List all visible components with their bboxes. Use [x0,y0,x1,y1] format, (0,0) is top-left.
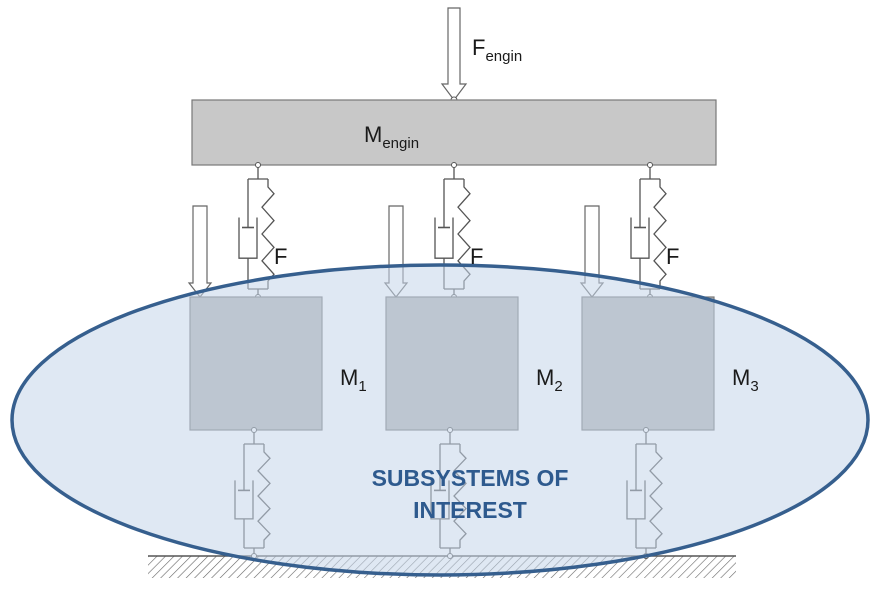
subsystems-ellipse [10,263,870,577]
mass-label-base-1: M [340,365,358,390]
engine-mass-label: Mengin [364,122,419,152]
upper-mount-1-joint-top [255,162,261,168]
mass-label-2: M2 [536,365,563,395]
mount-force-label-3: F [666,244,679,269]
upper-mount-3-spring [653,179,667,289]
engine-force-label: Fengin [472,35,522,65]
mass-label-base-2: M [536,365,554,390]
engine-mass-block [191,99,717,166]
subsystems-label-line1: SUBSYSTEMS OF [372,465,569,491]
engine-force-subscript: engin [485,48,522,65]
subsystems-label-line2: INTEREST [413,497,527,523]
force-arrow-1 [187,205,213,298]
mass-label-1: M1 [340,365,367,395]
upper-mount-1-damper [238,179,258,289]
upper-mount-1-spring [261,179,275,289]
mount-force-label-2: F [470,244,483,269]
mass-label-base-3: M [732,365,750,390]
mass-label-subscript-1: 1 [358,378,366,395]
upper-mount-3-joint-top [647,162,653,168]
mass-label-3: M3 [732,365,759,395]
engine-force-arrow [440,7,468,104]
upper-mount-2-joint-top [451,162,457,168]
mount-force-label-1: F [274,244,287,269]
mass-label-subscript-3: 3 [750,378,758,395]
engine-mass-base: M [364,122,382,147]
engine-mass-subscript: engin [382,135,419,152]
upper-mount-3-damper [630,179,650,289]
engine-force-base: F [472,35,485,60]
mass-label-subscript-2: 2 [554,378,562,395]
